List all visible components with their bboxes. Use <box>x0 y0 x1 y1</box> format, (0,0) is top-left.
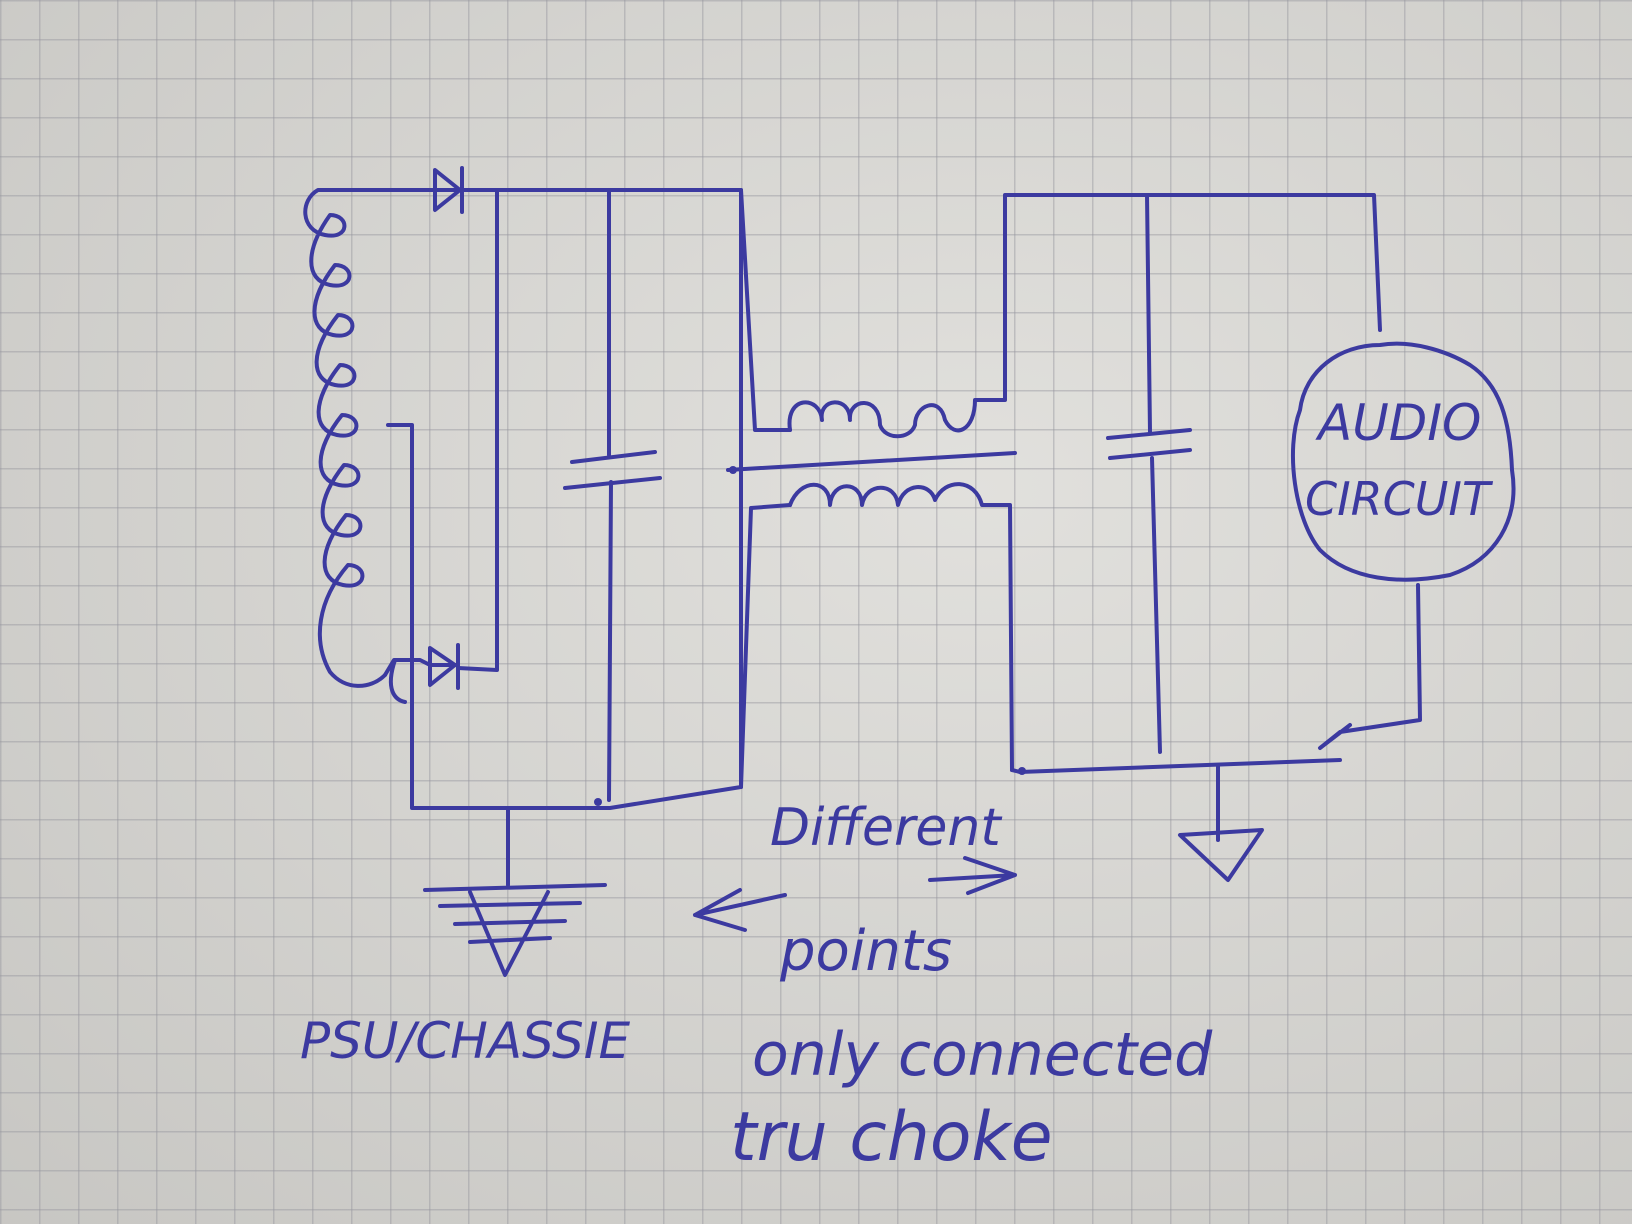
choke-core-line <box>726 451 1017 472</box>
audio-label-line1: AUDIO <box>1315 394 1481 452</box>
audio-circuit-block <box>1290 341 1516 582</box>
choke-upper-coil <box>787 193 1137 439</box>
audio-return-wire <box>1318 583 1422 750</box>
choke-primary-lead <box>739 188 792 432</box>
capacitor-right-icon <box>1106 193 1192 754</box>
transformer-secondary-coil <box>303 188 402 688</box>
junction-dot <box>1018 767 1026 775</box>
diode-top-icon <box>398 166 464 214</box>
arrow-right-icon <box>928 856 1017 895</box>
ground-return-wire <box>410 188 743 810</box>
signal-ground-icon <box>1178 763 1264 882</box>
choke-lower-coil <box>788 482 1014 772</box>
center-tap-wire <box>386 423 414 802</box>
junction-dot <box>729 466 737 474</box>
choke-secondary-lead <box>739 503 792 789</box>
audio-label-line2: CIRCUIT <box>1305 472 1494 526</box>
note-line4: tru choke <box>730 1098 1053 1177</box>
audio-supply-wire <box>1133 193 1382 332</box>
note-line3: only connected <box>752 1020 1213 1090</box>
chassis-ground-icon <box>423 806 607 977</box>
diode-bottom-icon <box>383 643 460 704</box>
ground-left-label: PSU/CHASSIE <box>300 1012 630 1070</box>
note-line1: Different <box>770 798 1002 858</box>
signal-ground-bus <box>1010 758 1342 774</box>
arrow-left-icon <box>693 888 787 932</box>
note-line2: points <box>779 919 952 984</box>
rectifier-rail-wire <box>456 188 499 672</box>
junction-dot <box>594 798 602 806</box>
capacitor-left-icon <box>563 188 662 802</box>
